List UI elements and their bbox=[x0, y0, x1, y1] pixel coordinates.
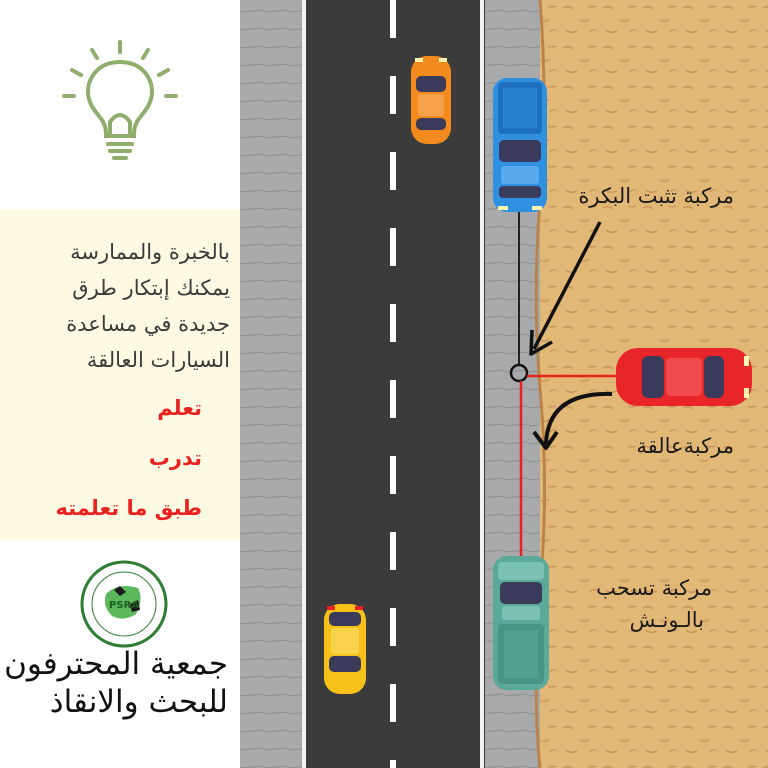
org-name-line-2: للبحث والانقاذ bbox=[49, 684, 228, 720]
label-stuck-vehicle: مركبةعالقة bbox=[636, 434, 734, 458]
tip-line-1: بالخبرة والممارسة bbox=[70, 240, 230, 264]
label-winch-vehicle-2: بالـونـش bbox=[629, 608, 704, 632]
lightbulb-icon bbox=[62, 40, 178, 160]
tip-panel bbox=[0, 210, 240, 540]
teal-winch-truck bbox=[493, 556, 549, 690]
step-apply: طبق ما تعلمته bbox=[55, 496, 203, 520]
arrow-to-pulley bbox=[529, 221, 602, 356]
org-name-line-1: جمعية المحترفون bbox=[4, 646, 228, 682]
logo-abbrev: PSRA bbox=[109, 600, 139, 611]
step-learn: تعلم bbox=[157, 396, 202, 420]
orange-car bbox=[411, 56, 451, 144]
tip-line-2: يمكنك إبتكار طرق bbox=[72, 276, 230, 300]
movement-arrow bbox=[532, 391, 613, 450]
tip-line-4: السيارات العالقة bbox=[86, 348, 230, 372]
organization-logo: PSRA bbox=[80, 560, 168, 648]
label-anchor-vehicle: مركبة تثبت البكرة bbox=[578, 184, 734, 208]
pulley bbox=[509, 363, 529, 383]
tip-line-3: جديدة في مساعدة bbox=[66, 312, 230, 336]
left-curb bbox=[240, 0, 302, 768]
blue-anchor-truck bbox=[493, 78, 547, 212]
yellow-car bbox=[324, 604, 366, 694]
red-stuck-car bbox=[616, 348, 752, 406]
label-winch-vehicle-1: مركبة تسحب bbox=[596, 576, 712, 600]
step-train: تدرب bbox=[148, 446, 202, 470]
